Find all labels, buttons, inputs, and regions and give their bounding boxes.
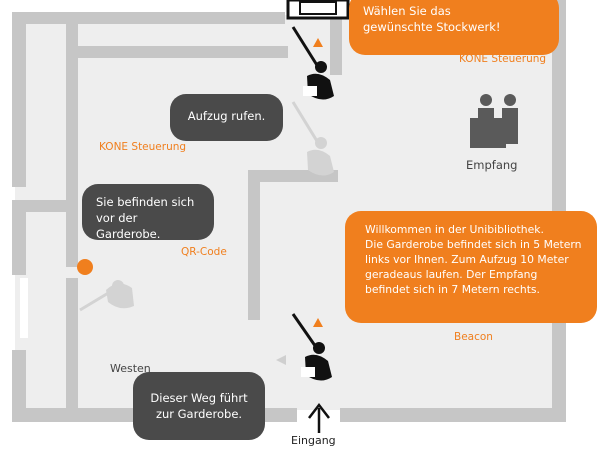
call-elevator-bubble: Aufzug rufen. — [170, 94, 283, 141]
kone-control-label-mid: KONE Steuerung — [99, 141, 187, 153]
blind-person-icon — [291, 313, 332, 381]
up-arrow-icon — [308, 402, 330, 433]
qr-code-label: QR-Code — [181, 246, 227, 258]
blind-person-icon — [291, 26, 334, 100]
direction-triangle-icon — [313, 38, 323, 47]
bubble-text-line: geradeaus laufen. Der Empfang — [365, 267, 538, 281]
kone-control-label-top: KONE Steuerung — [459, 53, 547, 65]
reception-label: Empfang — [466, 158, 518, 172]
direction-triangle-icon — [276, 355, 286, 365]
bubble-text-line: gewünschte Stockwerk! — [363, 19, 501, 34]
west-doorway — [20, 278, 28, 338]
path-info-bubble: Dieser Weg führt zur Garderobe. — [133, 372, 265, 440]
bubble-text-line: Willkommen in der Unibibliothek. — [365, 223, 544, 236]
blind-person-icon — [291, 101, 334, 176]
beacon-label: Beacon — [454, 331, 493, 343]
bubble-text-line: befindet sich in 7 Metern rechts. — [365, 282, 540, 296]
blind-person-icon — [79, 280, 134, 312]
bubble-text-line: vor der Garderobe. — [96, 210, 161, 241]
bubble-text-line: Die Garderobe befindet sich in 5 Metern — [365, 237, 582, 251]
bubble-text-line: Dieser Weg führt — [150, 391, 248, 405]
bubble-text-line: Aufzug rufen. — [187, 109, 266, 123]
bubble-text-line: Sie befinden sich — [96, 195, 195, 209]
bubble-text-line: links vor Ihnen. Zum Aufzug 10 Meter — [365, 252, 569, 266]
reception-desk-icon — [470, 94, 518, 148]
west-label: Westen — [110, 362, 151, 375]
location-marker-icon — [77, 259, 93, 275]
entrance-label: Eingang — [291, 434, 336, 447]
elevator-icon — [286, 0, 350, 20]
garderobe-bubble: Sie befinden sich vor der Garderobe. — [82, 184, 214, 241]
bubble-text-line: Wählen Sie das — [363, 4, 451, 18]
welcome-bubble: Willkommen in der Unibibliothek. Die Gar… — [345, 211, 597, 323]
direction-triangle-icon — [313, 318, 323, 327]
floor-select-bubble: Wählen Sie das gewünschte Stockwerk! — [349, 0, 559, 55]
bubble-text-line: zur Garderobe. — [155, 406, 243, 421]
